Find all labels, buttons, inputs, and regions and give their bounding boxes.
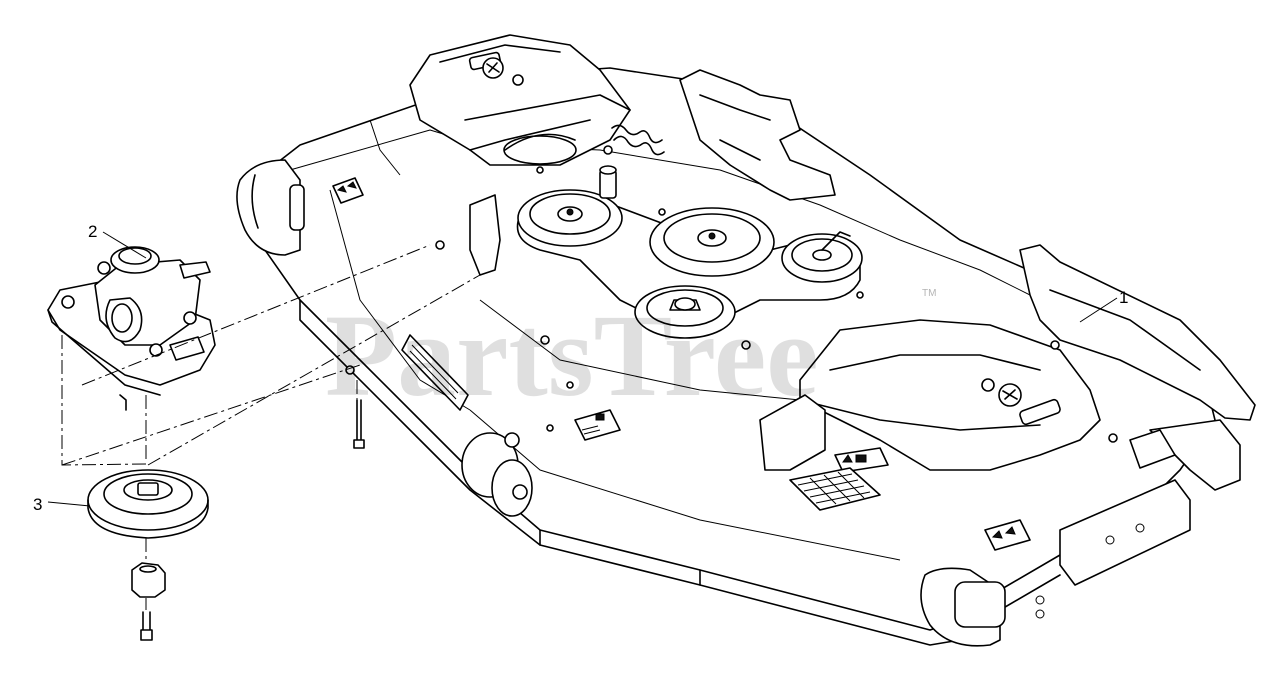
deck-rear-bracket [679, 69, 836, 201]
pulley[interactable] [87, 469, 209, 539]
assembly-lines [61, 244, 481, 610]
decal-icon [984, 519, 1031, 551]
roller-front-left [236, 159, 305, 256]
deck-bumper [1059, 479, 1191, 586]
deck-front-bracket [469, 194, 501, 276]
decal-icon [574, 409, 621, 441]
belt-cover-rear [799, 319, 1101, 471]
bolt-icon [536, 166, 544, 174]
spindle-pulley-center [649, 207, 775, 277]
warning-strip [401, 334, 469, 411]
bolt-icon [540, 335, 550, 345]
mower-deck[interactable] [169, 34, 1256, 647]
idler-pulley [634, 285, 736, 339]
nut-icon[interactable] [131, 562, 166, 598]
callout-label-1: 1 [1119, 288, 1128, 307]
bolt-icon [603, 145, 613, 155]
screw-icon[interactable] [140, 611, 153, 641]
wheel-icon [461, 432, 533, 517]
spindle-pulley-left [517, 189, 623, 247]
bolt-icon [856, 291, 864, 299]
watermark-trademark: TM [922, 288, 936, 299]
callout-leaders [47, 231, 1118, 507]
decal-icon [332, 177, 364, 204]
watermark: PartsTree [325, 290, 819, 421]
roller-front-right [920, 567, 1006, 647]
spindle-pulley-top [503, 133, 577, 165]
screw-icon [353, 399, 365, 449]
deck-side-tab [1129, 429, 1176, 469]
bolt-icon [566, 381, 574, 389]
spring-icon [611, 124, 665, 156]
spindle-pulley-right [781, 231, 863, 283]
bolt-icon [1108, 433, 1118, 443]
belt-cover-front [409, 34, 631, 166]
bolt-icon [1050, 340, 1060, 350]
bolt-icon [546, 424, 554, 432]
callout-label-3: 3 [33, 495, 42, 514]
bolt-icon [435, 240, 445, 250]
deck-side-bracket [1019, 244, 1256, 491]
bolt-icon [658, 208, 666, 216]
callout-label-2: 2 [88, 222, 97, 241]
deck-vent [789, 467, 881, 511]
decal-icon [834, 447, 889, 473]
bolt-icon [741, 340, 751, 350]
deck-mid-bracket [759, 394, 826, 471]
gearbox[interactable] [47, 246, 216, 411]
tensioner-post [599, 165, 617, 199]
